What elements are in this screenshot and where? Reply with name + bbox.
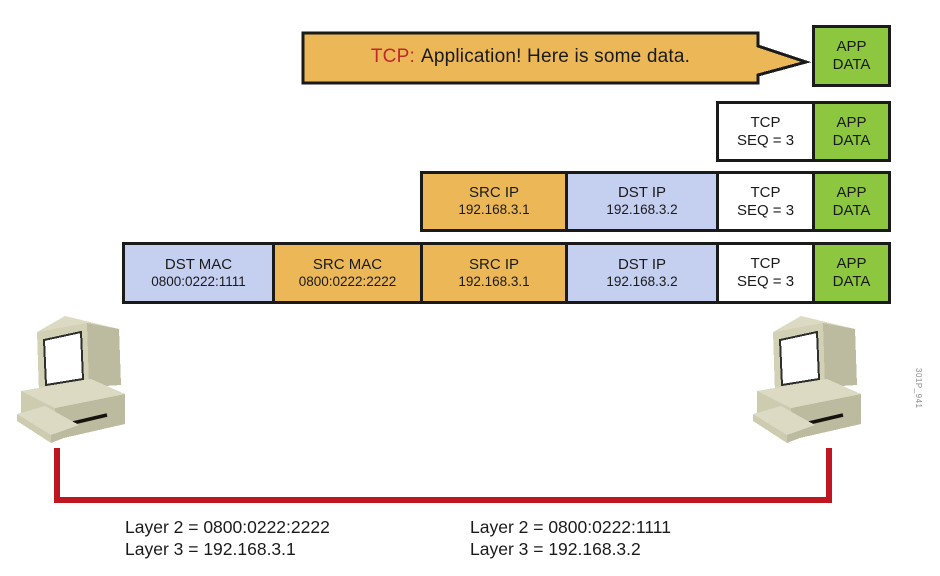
field-line2: DATA: [832, 56, 871, 73]
field-line1: SRC IP: [468, 184, 519, 202]
field-line2: 192.168.3.1: [458, 273, 530, 289]
field-app-data-row2: APP DATA: [812, 101, 891, 162]
field-line1: APP: [836, 38, 867, 55]
monitor-icon: [37, 316, 121, 393]
field-line1: TCP: [750, 255, 781, 272]
field-line2: DATA: [832, 201, 871, 219]
field-app-data-row1: APP DATA: [812, 25, 891, 87]
field-src-ip-row3: SRC IP 192.168.3.1: [420, 171, 568, 232]
field-line1: TCP: [750, 113, 781, 131]
figure-id-watermark: 301P_941: [914, 368, 923, 409]
keyboard-icon: [17, 406, 79, 443]
field-line2: 192.168.3.2: [606, 273, 678, 289]
field-line1: DST MAC: [164, 255, 233, 273]
field-line1: DST IP: [617, 255, 667, 273]
computer-right: [753, 316, 861, 443]
field-tcp-row3: TCP SEQ = 3: [716, 171, 815, 232]
field-app-data-row3: APP DATA: [812, 171, 891, 232]
field-dst-ip-row3: DST IP 192.168.3.2: [565, 171, 719, 232]
field-line2: SEQ = 3: [736, 201, 795, 219]
field-line2: 0800:0222:2222: [298, 273, 397, 289]
field-line1: DST IP: [617, 184, 667, 202]
field-line2: 192.168.3.1: [458, 202, 530, 218]
field-dst-mac-row4: DST MAC 0800:0222:1111: [122, 242, 275, 304]
field-line2: SEQ = 3: [736, 273, 795, 290]
field-line2: 0800:0222:1111: [151, 273, 246, 289]
speech-bubble: [301, 31, 812, 85]
field-line1: APP: [836, 255, 867, 272]
field-tcp-row4: TCP SEQ = 3: [716, 242, 815, 304]
field-line1: APP: [836, 183, 867, 201]
network-cable: [54, 448, 832, 503]
bubble-message: Application! Here is some data.: [420, 46, 691, 67]
field-dst-ip-row4: DST IP 192.168.3.2: [565, 242, 719, 304]
field-src-ip-row4: SRC IP 192.168.3.1: [420, 242, 568, 304]
computer-left: [17, 316, 125, 443]
host-left-address-label: Layer 2 = 0800:0222:2222 Layer 3 = 192.1…: [125, 516, 330, 560]
field-line1: TCP: [750, 183, 781, 201]
field-line2: DATA: [832, 131, 871, 149]
layer3-address: Layer 3 = 192.168.3.2: [470, 539, 641, 559]
monitor-icon: [773, 316, 857, 393]
field-line1: APP: [836, 113, 867, 131]
field-tcp-row2: TCP SEQ = 3: [716, 101, 815, 162]
layer2-address: Layer 2 = 0800:0222:1111: [470, 517, 671, 537]
field-line1: SRC MAC: [312, 255, 383, 273]
field-line1: SRC IP: [468, 255, 519, 273]
keyboard-icon: [753, 406, 815, 443]
field-app-data-row4: APP DATA: [812, 242, 891, 304]
layer3-address: Layer 3 = 192.168.3.1: [125, 539, 296, 559]
field-src-mac-row4: SRC MAC 0800:0222:2222: [272, 242, 423, 304]
layer2-address: Layer 2 = 0800:0222:2222: [125, 517, 330, 537]
field-line2: DATA: [832, 273, 871, 290]
host-right-address-label: Layer 2 = 0800:0222:1111 Layer 3 = 192.1…: [470, 516, 671, 560]
speech-bubble-text: TCP: Application! Here is some data.: [303, 33, 758, 81]
field-line2: SEQ = 3: [736, 131, 795, 149]
field-line2: 192.168.3.2: [606, 202, 678, 218]
bubble-protocol-label: TCP:: [370, 46, 415, 67]
